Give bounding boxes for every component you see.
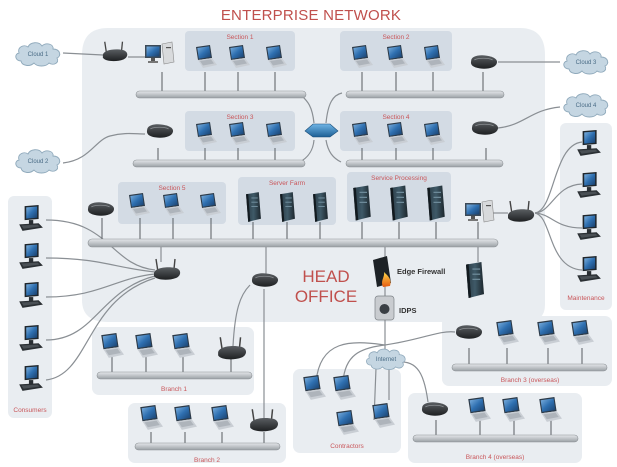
wire-switch-bus4 <box>325 139 342 163</box>
wire-consumer-3 <box>45 273 156 298</box>
bus-branch-2 <box>134 442 281 451</box>
section-1-label: Section 1 <box>226 34 253 41</box>
cloud-1-label: Cloud 1 <box>28 52 49 58</box>
internet-cloud[interactable]: Internet <box>366 348 406 370</box>
contractors-label: Contractors <box>330 443 364 450</box>
cloud-2[interactable]: Cloud 2 <box>15 149 61 174</box>
wire-internet-contractor1 <box>315 342 386 383</box>
server-icon[interactable] <box>353 185 371 221</box>
wire-switch-bus2 <box>325 92 343 124</box>
section-1-devices <box>196 45 287 68</box>
section-5-label: Section 5 <box>158 185 185 192</box>
server-icon[interactable] <box>390 185 408 221</box>
wire-cloud2-modem <box>62 132 146 164</box>
server-icon[interactable] <box>280 192 295 222</box>
wires <box>45 52 583 421</box>
wire-internet-contractor2 <box>342 344 386 383</box>
wire-consumer-5 <box>45 277 156 381</box>
edge-firewall[interactable]: Edge Firewall <box>373 256 445 287</box>
server-icon[interactable] <box>427 185 445 221</box>
service-processing-label: Service Processing <box>371 175 427 182</box>
section-2-devices <box>352 45 445 68</box>
cloud-4[interactable]: Cloud 4 <box>563 93 609 118</box>
branch-4-panel <box>408 393 582 463</box>
cloud-3-label: Cloud 3 <box>576 60 597 66</box>
flame-icon <box>382 272 391 287</box>
firewall-label: Edge Firewall <box>397 267 445 276</box>
section-3-devices <box>196 122 287 145</box>
wire-cloud1-router <box>62 52 104 56</box>
internet-label: Internet <box>376 357 397 363</box>
server-icon[interactable] <box>246 192 261 222</box>
server-icon[interactable] <box>466 262 484 298</box>
consumers-panel <box>8 196 52 418</box>
wire-maint-1 <box>534 141 583 214</box>
branch-4-label: Branch 4 (overseas) <box>466 454 525 461</box>
wire-consumer-2 <box>45 257 156 273</box>
cloud-3[interactable]: Cloud 3 <box>563 50 609 75</box>
bus-lines <box>87 90 608 451</box>
bus-section-4 <box>345 159 504 168</box>
server-icon[interactable] <box>313 192 328 222</box>
head-office-label-line-2: OFFICE <box>295 287 357 306</box>
bus-main <box>87 238 499 248</box>
server-farm-devices <box>246 192 328 222</box>
idps[interactable]: IDPS <box>374 295 417 321</box>
section-3-label: Section 3 <box>226 114 253 121</box>
bus-branch-3 <box>451 363 608 372</box>
consumers-label: Consumers <box>13 407 47 414</box>
idps-label: IDPS <box>399 306 417 315</box>
wire-maint-3 <box>534 212 583 229</box>
maintenance-label: Maintenance <box>567 295 605 302</box>
wire-branch1 <box>232 284 251 347</box>
cloud-2-label: Cloud 2 <box>28 159 49 165</box>
section-5-devices <box>129 193 221 216</box>
diagram-title: ENTERPRISE NETWORK <box>221 7 401 24</box>
wire-internet-branch4 <box>401 361 429 403</box>
bus-stubs <box>101 72 583 445</box>
bus-branch-4 <box>412 434 579 443</box>
branch-2-label: Branch 2 <box>194 457 220 464</box>
cloud-4-label: Cloud 4 <box>576 103 597 109</box>
cloud-1[interactable]: Cloud 1 <box>15 42 61 67</box>
service-processing-devices <box>353 185 445 221</box>
wire-maint-2 <box>534 183 583 214</box>
section-2-label: Section 2 <box>382 34 409 41</box>
core-switch-icon[interactable] <box>304 123 339 138</box>
wire-internet-branch3 <box>384 331 456 346</box>
bus-section-3 <box>132 159 306 168</box>
bus-branch-1 <box>96 371 253 380</box>
section-4-label: Section 4 <box>382 114 409 121</box>
wire-modem-cloud4 <box>497 106 561 129</box>
server-farm-label: Server Farm <box>269 180 305 187</box>
idps-sensor-icon <box>379 304 390 314</box>
bus-section-1 <box>135 90 307 99</box>
wire-maint-4 <box>534 212 583 271</box>
section-4-devices <box>352 122 445 145</box>
head-office-panel <box>82 28 545 322</box>
wire-consumer-4 <box>45 275 156 341</box>
branch-3-label: Branch 3 (overseas) <box>501 377 560 384</box>
branch-1-label: Branch 1 <box>161 386 187 393</box>
bus-section-2 <box>345 90 505 99</box>
head-office-label-line-1: HEAD <box>302 267 349 286</box>
